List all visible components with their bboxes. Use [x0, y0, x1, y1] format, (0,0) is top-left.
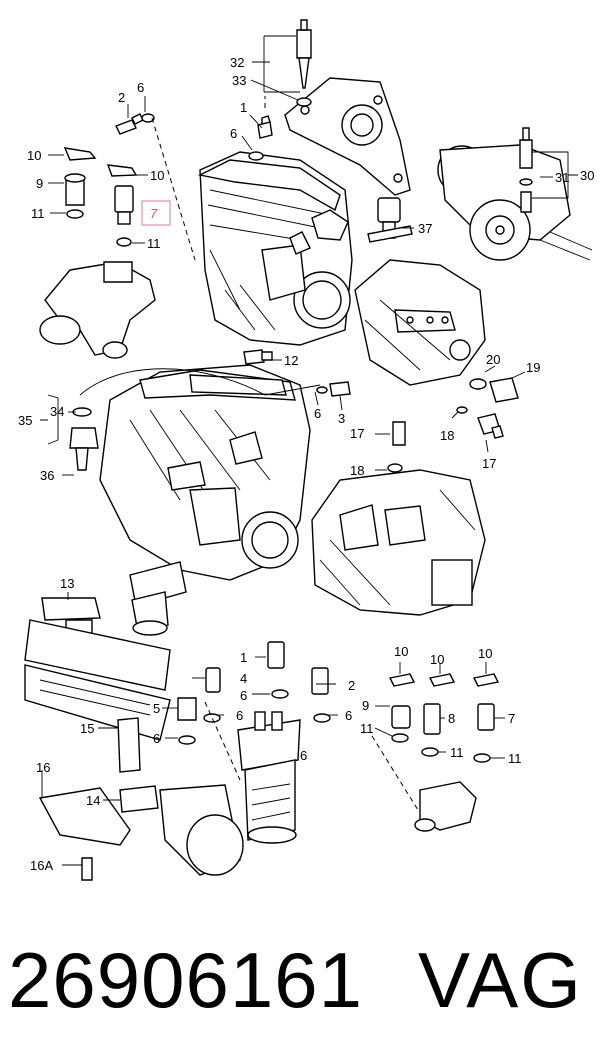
callout-7-highlighted: 7: [150, 206, 158, 221]
callout-9: 9: [362, 698, 369, 713]
callout-6: 6: [230, 126, 237, 141]
coolant-flange-upper: [39, 147, 156, 359]
callout-10: 10: [430, 652, 444, 667]
callout-19: 19: [526, 360, 540, 375]
callout-1: 1: [240, 100, 247, 115]
callout-6: 6: [240, 688, 247, 703]
dashed-leader-low: [371, 735, 419, 811]
callout-34: 34: [50, 404, 64, 419]
callout-3: 3: [338, 411, 345, 426]
callout-35: 35: [18, 413, 32, 428]
callout-1: 1: [240, 650, 247, 665]
callout-17: 17: [350, 426, 364, 441]
bracket-assembly: [38, 717, 244, 881]
callout-32: 32: [230, 55, 244, 70]
sensor-35: [69, 407, 99, 471]
sensor-3: [316, 381, 351, 397]
callout-6: 6: [153, 731, 160, 746]
callout-labels: 32 33 2 6 1 6 10 10 9 11 11 7 37 30 31 1…: [18, 55, 594, 873]
callout-10: 10: [478, 646, 492, 661]
callout-4: 4: [240, 671, 247, 686]
callout-11: 11: [31, 206, 45, 221]
callout-6: 6: [345, 708, 352, 723]
callout-17: 17: [482, 456, 496, 471]
callout-10: 10: [150, 168, 164, 183]
sensors-top: [115, 113, 273, 161]
callout-5: 5: [153, 701, 160, 716]
callout-11: 11: [508, 751, 522, 766]
lower-engine-assembly: [99, 364, 311, 581]
callout-6: 6: [236, 708, 243, 723]
callout-20: 20: [486, 352, 500, 367]
pipe-lead: [264, 384, 321, 396]
brand-name: VAG: [418, 936, 583, 1024]
callout-31: 31: [555, 170, 569, 185]
callout-7: 7: [508, 711, 515, 726]
exploded-parts-diagram: 32 33 2 6 1 6 10 10 9 11 11 7 37 30 31 1…: [18, 19, 594, 881]
callout-6: 6: [300, 748, 307, 763]
dashed-leader-top: [151, 117, 196, 261]
callout-6: 6: [314, 406, 321, 421]
upper-engine-assembly: [197, 151, 353, 346]
callout-8: 8: [448, 711, 455, 726]
sensor-17-upper: [392, 421, 406, 446]
callout-16: 16: [36, 760, 50, 775]
callout-15: 15: [80, 721, 94, 736]
pressure-switch-37: [367, 197, 413, 243]
callout-12: 12: [284, 353, 298, 368]
callout-2: 2: [348, 678, 355, 693]
switch-19: [456, 377, 519, 439]
gearbox-upper: [354, 259, 486, 386]
coolant-flange-lower: [388, 673, 500, 832]
highlighted-callout-box: [141, 200, 171, 226]
callout-36: 36: [40, 468, 54, 483]
callout-11: 11: [450, 745, 464, 760]
callout-14: 14: [86, 793, 100, 808]
callout-10: 10: [394, 644, 408, 659]
bumper-left: [24, 619, 171, 741]
callout-16a: 16A: [30, 858, 53, 873]
part-number: 26906161: [8, 936, 364, 1024]
callout-leaders: [40, 35, 578, 866]
callout-18: 18: [350, 463, 364, 478]
callout-10: 10: [27, 148, 41, 163]
gearbox-lower: [311, 469, 486, 616]
callout-18: 18: [440, 428, 454, 443]
sensors-lower: [177, 641, 331, 745]
sensor-12: [243, 349, 273, 365]
callout-11: 11: [360, 721, 374, 736]
callout-6: 6: [137, 80, 144, 95]
callout-9: 9: [36, 176, 43, 191]
dashed-leader-low-2: [204, 701, 241, 781]
timing-cover: [284, 19, 411, 196]
pipe-curve: [79, 368, 266, 396]
oil-filter-center: [237, 711, 301, 844]
washer-18: [387, 463, 403, 473]
caption-footer: 26906161 VAG: [0, 920, 600, 1040]
callout-11: 11: [147, 236, 161, 251]
callout-13: 13: [60, 576, 74, 591]
callout-37: 37: [418, 221, 432, 236]
pulley-assembly: [437, 127, 593, 261]
callout-33: 33: [232, 73, 246, 88]
callout-30: 30: [580, 168, 594, 183]
callout-2: 2: [118, 90, 125, 105]
